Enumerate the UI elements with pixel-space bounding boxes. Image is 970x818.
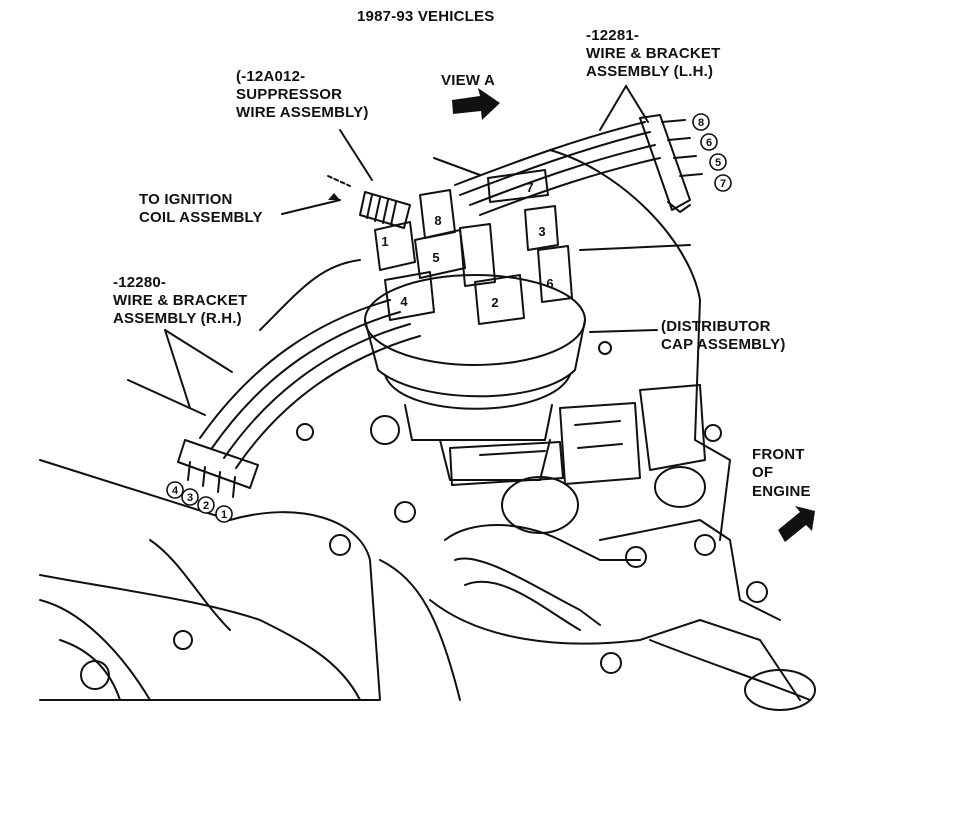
exhaust-manifold (39, 599, 151, 701)
coil-label-line1: TO IGNITION (139, 191, 233, 208)
rh-wire-harness (199, 259, 421, 469)
rh-callout-number-1: 4 (172, 485, 179, 497)
coil-label-line2: COIL ASSEMBLY (139, 209, 263, 226)
diagram-title: 1987-93 VEHICLES (357, 8, 495, 25)
cap-label-line2: CAP ASSEMBLY) (661, 336, 786, 353)
front-label-line3: ENGINE (752, 483, 811, 500)
lh-wire-harness (454, 121, 661, 216)
lh-callout-number-1: 8 (698, 117, 704, 129)
lh-callout-circle-3 (709, 153, 727, 171)
cap-terminal-7: 7 (526, 180, 533, 195)
lh-bracket (639, 114, 703, 213)
lh-bracket-label-line1: WIRE & BRACKET (586, 45, 721, 62)
engine-block (39, 149, 731, 701)
rh-callout-circle-1 (166, 481, 184, 499)
cap-terminal-6: 6 (546, 276, 553, 291)
rh-callout-number-3: 2 (203, 500, 209, 512)
lh-bracket-part-number: -12281- (586, 27, 640, 44)
cap-terminal-5: 5 (432, 250, 439, 265)
distributor-cap (364, 274, 586, 481)
rh-bracket-part-number: -12280- (113, 274, 167, 291)
lh-callout-number-4: 7 (720, 178, 726, 190)
lh-callout-number-2: 6 (706, 137, 712, 149)
distributor-module (449, 402, 641, 486)
rh-bracket-label-line2: ASSEMBLY (R.H.) (113, 310, 242, 327)
front-label-line1: FRONT (752, 446, 805, 463)
cap-terminal-towers (374, 169, 573, 325)
rh-callout-circle-2 (181, 488, 199, 506)
lh-callout-circle-2 (700, 133, 718, 151)
rh-bracket-callouts (166, 481, 233, 523)
rh-bracket-label-line1: WIRE & BRACKET (113, 292, 248, 309)
view-a-label: VIEW A (441, 72, 495, 89)
rh-callout-circle-4 (215, 505, 233, 523)
lh-callout-circle-4 (714, 174, 732, 192)
front-label-line2: OF (752, 464, 774, 481)
lh-callout-circle-1 (692, 113, 710, 131)
rh-bracket (177, 439, 259, 498)
suppressor-label-line1: (-12A012- (236, 68, 306, 85)
leader-lines (127, 85, 658, 416)
cap-terminal-1: 1 (381, 234, 388, 249)
bolts (173, 341, 768, 674)
cap-terminal-8: 8 (434, 213, 441, 228)
front-of-engine-arrow (778, 506, 815, 542)
cap-terminal-2: 2 (491, 295, 498, 310)
view-a-arrow (452, 88, 500, 120)
suppressor-label-line2: SUPPRESSOR (236, 86, 343, 103)
suppressor-label-line3: WIRE ASSEMBLY) (236, 104, 369, 121)
rh-callout-circle-3 (197, 496, 215, 514)
intake-and-hoses (379, 476, 816, 711)
rh-callout-number-4: 1 (221, 509, 227, 521)
lh-bracket-callouts (692, 113, 732, 192)
suppressor-boot (359, 191, 411, 229)
cap-label-line1: (DISTRIBUTOR (661, 318, 771, 335)
rh-callout-number-2: 3 (187, 492, 193, 504)
coil-arrowhead (328, 193, 340, 200)
cap-terminal-4: 4 (400, 294, 408, 309)
lh-bracket-label-line2: ASSEMBLY (L.H.) (586, 63, 714, 80)
cap-terminal-3: 3 (538, 224, 545, 239)
lh-callout-number-3: 5 (715, 157, 721, 169)
